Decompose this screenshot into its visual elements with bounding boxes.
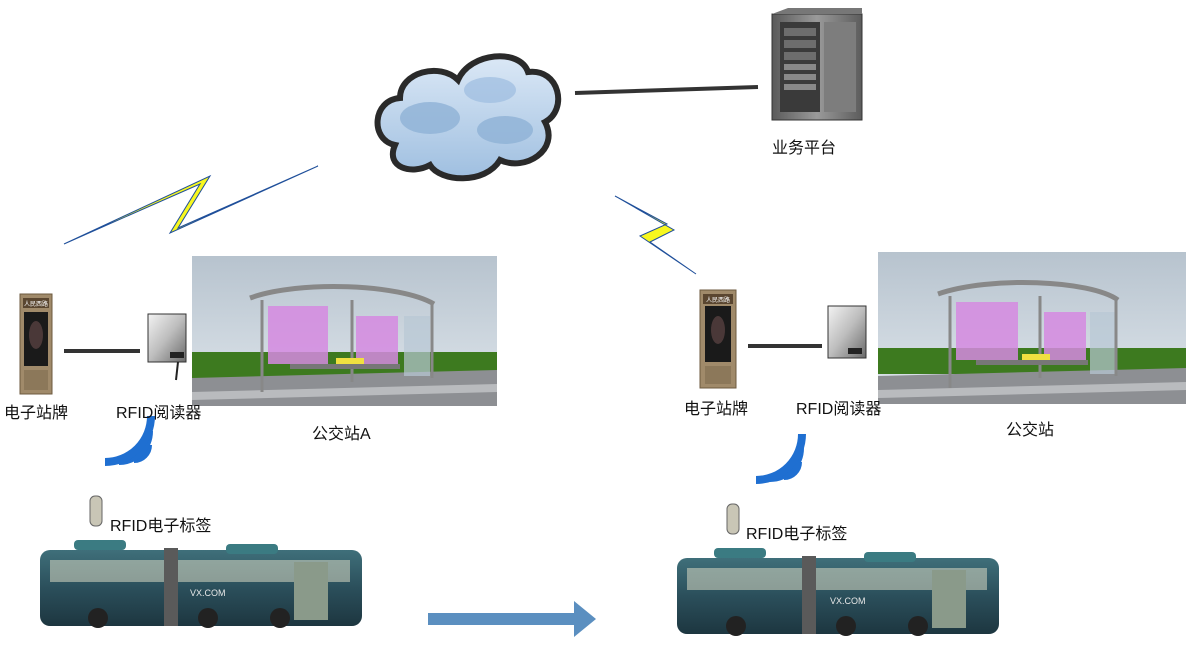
- electronic-sign-right: 人民西路: [699, 289, 737, 389]
- reader-left-label: RFID阅读器: [116, 405, 202, 422]
- wireless-link-right-icon: [614, 195, 697, 275]
- rfid-reader-left: [147, 313, 187, 381]
- bus-stop-scene-right: [878, 252, 1186, 404]
- rfid-tag-left: [89, 495, 103, 527]
- bus-left: VX.COM: [40, 540, 362, 628]
- electronic-sign-left: 人民西路: [19, 293, 53, 395]
- tag-right-label: RFID电子标签: [746, 526, 848, 543]
- server-icon: [771, 8, 863, 121]
- bus-stop-right-label: 公交站: [1006, 422, 1055, 439]
- bus-right: VX.COM: [677, 548, 999, 636]
- rfid-reader-right: [827, 305, 867, 359]
- wifi-signal-right-icon: [755, 433, 806, 484]
- reader-right-label: RFID阅读器: [796, 401, 882, 418]
- svg-text:VX.COM: VX.COM: [190, 588, 226, 598]
- bus-stop-scene-left: [192, 256, 497, 406]
- cloud-icon: [374, 53, 562, 182]
- svg-text:人民西路: 人民西路: [706, 296, 730, 304]
- svg-text:VX.COM: VX.COM: [830, 596, 866, 606]
- cloud-server-link: [574, 85, 759, 95]
- bus-stop-left-label: 公交站A: [312, 426, 371, 443]
- direction-arrow-icon: [428, 601, 596, 637]
- sign-right-label: 电子站牌: [684, 401, 749, 418]
- wifi-signal-left-icon: [104, 415, 155, 466]
- tag-left-label: RFID电子标签: [110, 518, 212, 535]
- sign-left-label: 电子站牌: [4, 405, 69, 422]
- svg-text:人民西路: 人民西路: [24, 300, 48, 308]
- rfid-tag-right: [726, 503, 740, 535]
- platform-label: 业务平台: [772, 140, 837, 157]
- wireless-link-left-icon: [63, 165, 319, 245]
